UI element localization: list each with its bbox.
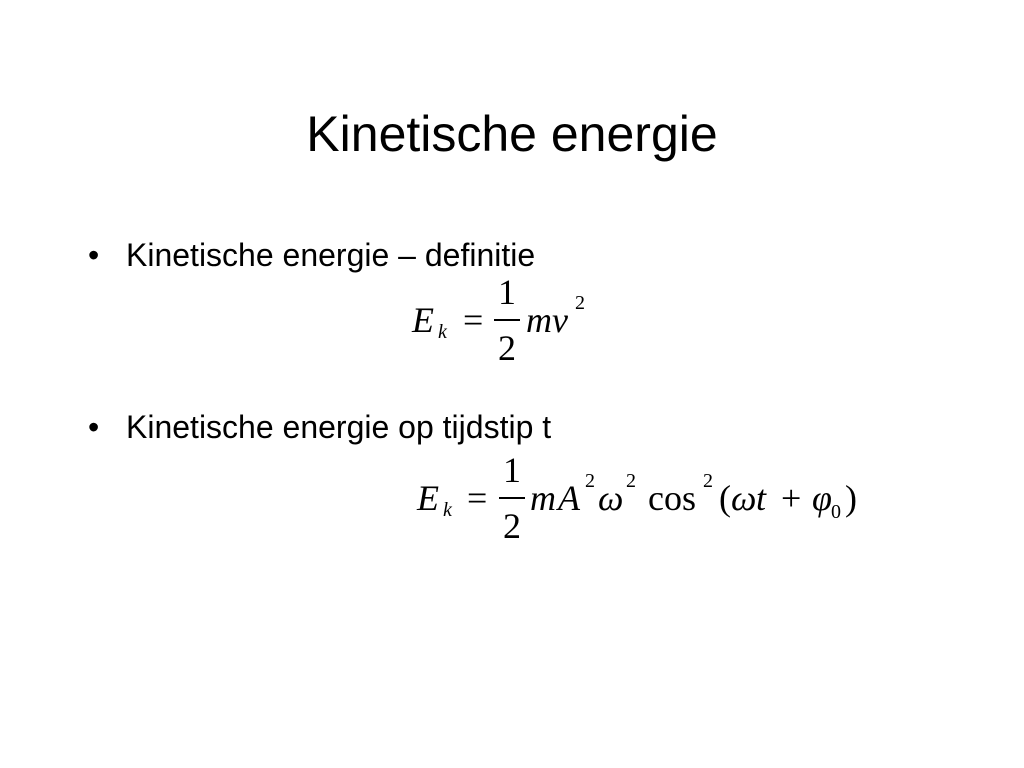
formula-amplitude: A — [558, 478, 580, 518]
formula-subscript-k: k — [438, 321, 447, 343]
formula-plus: + — [781, 478, 802, 518]
kinetic-energy-formula: E k = 1 2 mv 2 — [410, 270, 610, 370]
bullet-marker: • — [88, 237, 100, 273]
formula-fraction-bar — [499, 497, 525, 499]
formula-denominator: 2 — [498, 328, 516, 368]
formula-phi: φ — [812, 478, 832, 518]
formula-exponent-cos: 2 — [703, 470, 713, 492]
formula-left-paren: ( — [719, 478, 731, 518]
formula-equals: = — [467, 478, 488, 518]
slide-title: Kinetische energie — [306, 106, 718, 162]
formula-m: m — [530, 478, 556, 518]
bullet-marker: • — [88, 409, 100, 445]
formula-exponent-a: 2 — [585, 470, 595, 492]
formula-exponent-omega: 2 — [626, 470, 636, 492]
formula-mv: mv — [526, 300, 568, 340]
formula-numerator: 1 — [503, 450, 521, 490]
formula-symbol-e: E — [412, 300, 434, 340]
formula-equals: = — [463, 300, 484, 340]
bullet-item-time: • Kinetische energie op tijdstip t — [88, 407, 551, 447]
formula-subscript-zero: 0 — [831, 501, 841, 523]
bullet-item-definition: • Kinetische energie – definitie — [88, 235, 535, 275]
formula-fraction-bar — [494, 319, 520, 321]
formula-numerator: 1 — [498, 272, 516, 312]
formula-symbol-e: E — [417, 478, 439, 518]
bullet-text: Kinetische energie op tijdstip t — [126, 409, 552, 445]
formula-omega-inner: ω — [731, 478, 757, 518]
formula-exponent: 2 — [575, 292, 585, 314]
formula-omega: ω — [598, 478, 624, 518]
formula-denominator: 2 — [503, 506, 521, 546]
formula-t: t — [756, 478, 767, 518]
formula-subscript-k: k — [443, 499, 452, 521]
kinetic-energy-time-formula: E k = 1 2 m A 2 ω 2 cos 2 ( ω t + φ 0 ) — [415, 450, 875, 550]
formula-cos: cos — [648, 478, 696, 518]
formula-right-paren: ) — [845, 478, 857, 518]
bullet-text: Kinetische energie – definitie — [126, 237, 536, 273]
